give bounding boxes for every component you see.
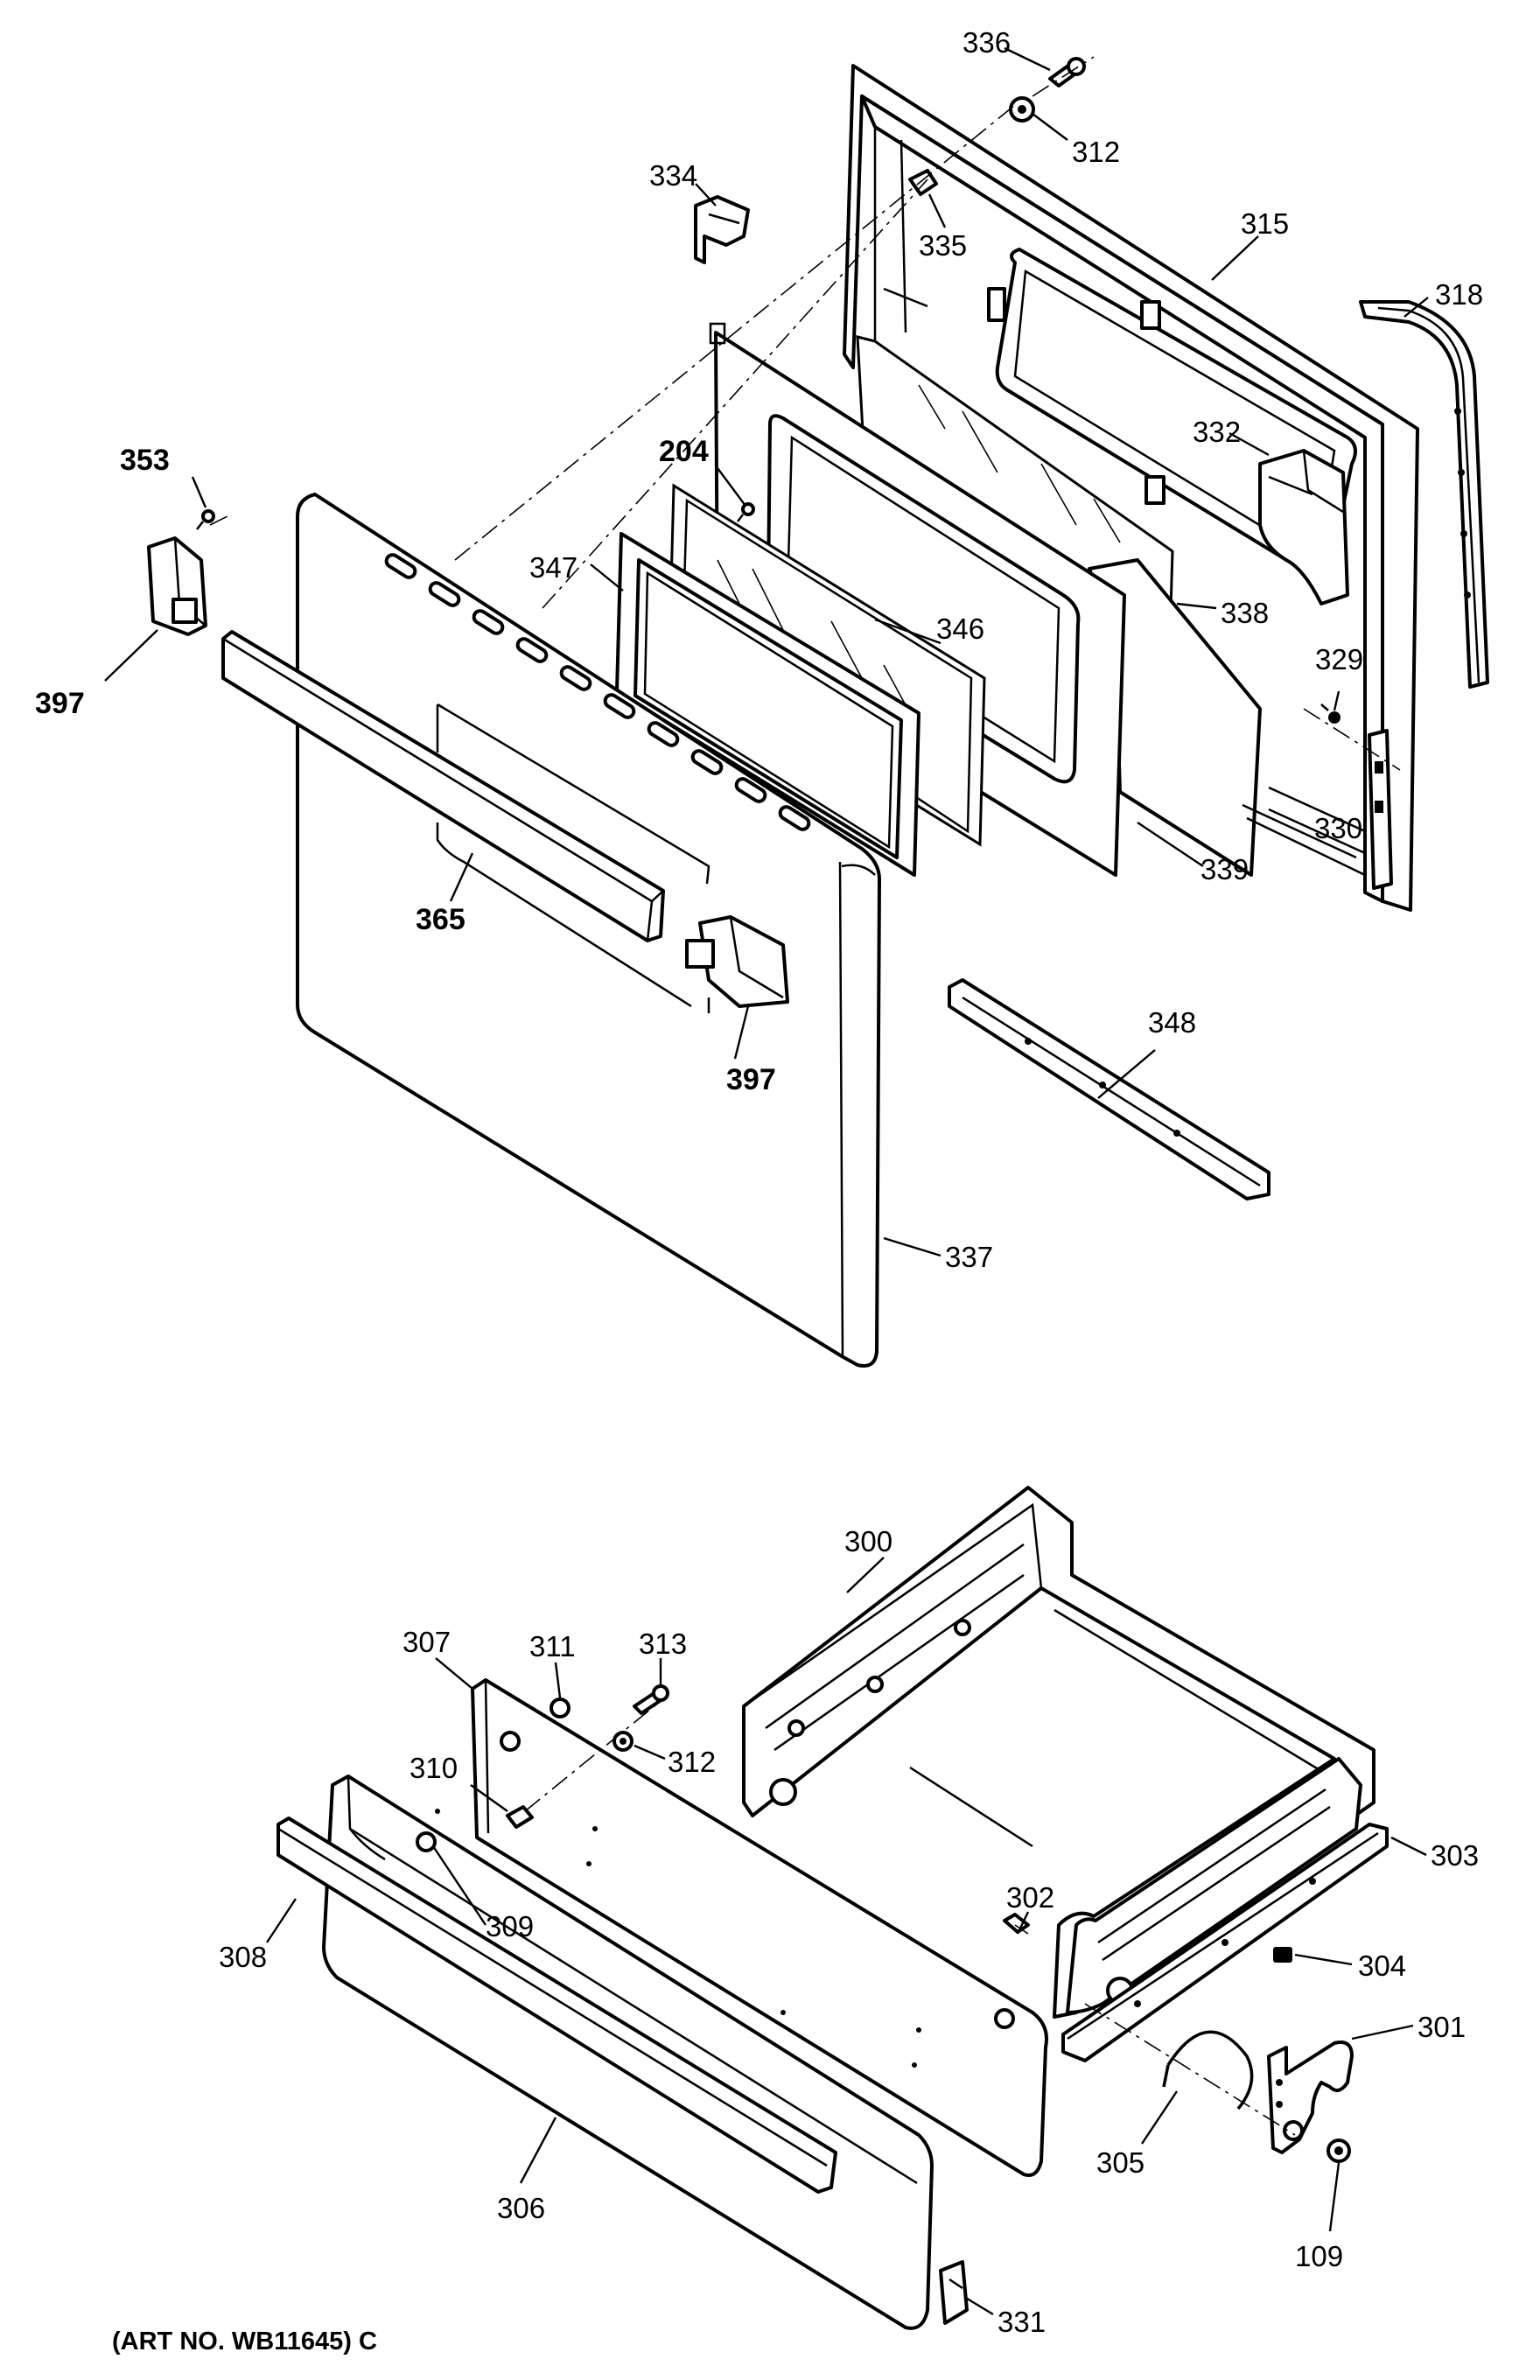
callout-397-right: 397 (726, 1063, 776, 1096)
callout-308: 308 (219, 1941, 267, 1973)
callout-329: 329 (1315, 643, 1363, 676)
drawer-trim-308 (276, 1816, 837, 2194)
art-number-caption: (ART NO. WB11645) C (112, 2328, 377, 2356)
callout-315: 315 (1241, 207, 1289, 240)
drawer-stop-302 (1003, 1913, 1030, 1934)
callout-336: 336 (962, 26, 1011, 59)
handle-end-cap-397-right (685, 915, 789, 1008)
screw-353 (196, 509, 215, 530)
hinge-wire-330 (1242, 803, 1366, 877)
callout-304: 304 (1358, 1950, 1406, 1982)
clip-310 (506, 1805, 534, 1829)
screw-329 (1320, 704, 1340, 724)
retaining-clip-305 (1162, 2030, 1254, 2110)
callout-365: 365 (416, 903, 466, 936)
stud-335 (908, 169, 938, 196)
screw-204 (737, 502, 755, 522)
callout-335: 335 (919, 229, 967, 262)
callout-348: 348 (1148, 1006, 1196, 1039)
window-frame-347 (615, 532, 920, 877)
drawer-slide-303 (1061, 1823, 1389, 2062)
callout-347: 347 (529, 551, 578, 584)
bumper-304 (1273, 1947, 1292, 1963)
callout-312: 312 (1072, 136, 1120, 168)
nut-311 (550, 1698, 570, 1718)
callout-353: 353 (120, 444, 170, 477)
callout-204: 204 (659, 435, 709, 468)
callout-305: 305 (1096, 2146, 1144, 2179)
callout-302: 302 (1006, 1881, 1054, 1914)
vent-slots (384, 553, 811, 831)
callout-330: 330 (1314, 812, 1362, 844)
handle-end-cap-397-left (147, 536, 207, 636)
outer-door-panel-337 (296, 493, 881, 1368)
latch-bracket-332 (1258, 449, 1349, 606)
callout-309: 309 (486, 1910, 534, 1942)
callout-307: 307 (402, 1626, 451, 1658)
drawer-bracket-301 (1267, 2040, 1354, 2154)
callout-306: 306 (497, 2192, 545, 2224)
callout-312-bottom: 312 (668, 1746, 716, 1778)
callout-332: 332 (1193, 416, 1241, 448)
callout-303: 303 (1431, 1839, 1479, 1872)
drawer-end-cap-331 (939, 2260, 969, 2325)
washer-312-bottom (612, 1731, 634, 1752)
leader-lines (104, 46, 1429, 2316)
callout-318: 318 (1435, 278, 1483, 311)
callout-334: 334 (649, 159, 697, 192)
door-handle-365 (221, 630, 665, 942)
callout-301: 301 (1418, 2011, 1466, 2043)
callout-109: 109 (1295, 2240, 1343, 2272)
drawer-inner-panel-307 (471, 1678, 1048, 2177)
callout-311: 311 (529, 1630, 576, 1662)
callout-310: 310 (410, 1752, 458, 1784)
callout-339: 339 (1200, 853, 1249, 886)
callout-331: 331 (998, 2306, 1046, 2338)
washer-312-top (1009, 96, 1035, 122)
callout-337: 337 (945, 1241, 993, 1273)
callout-300: 300 (844, 1525, 892, 1558)
callout-labels: 336 312 334 335 315 318 353 204 332 347 … (35, 26, 1483, 2338)
nut-109 (1326, 2138, 1351, 2163)
callout-338: 338 (1221, 597, 1269, 629)
door-gasket-318 (1359, 300, 1489, 689)
clip-334 (694, 195, 750, 264)
callout-313: 313 (639, 1628, 687, 1660)
drawer-body-300 (742, 1486, 1376, 2019)
callout-346: 346 (936, 612, 984, 645)
callout-397-left: 397 (35, 687, 85, 720)
